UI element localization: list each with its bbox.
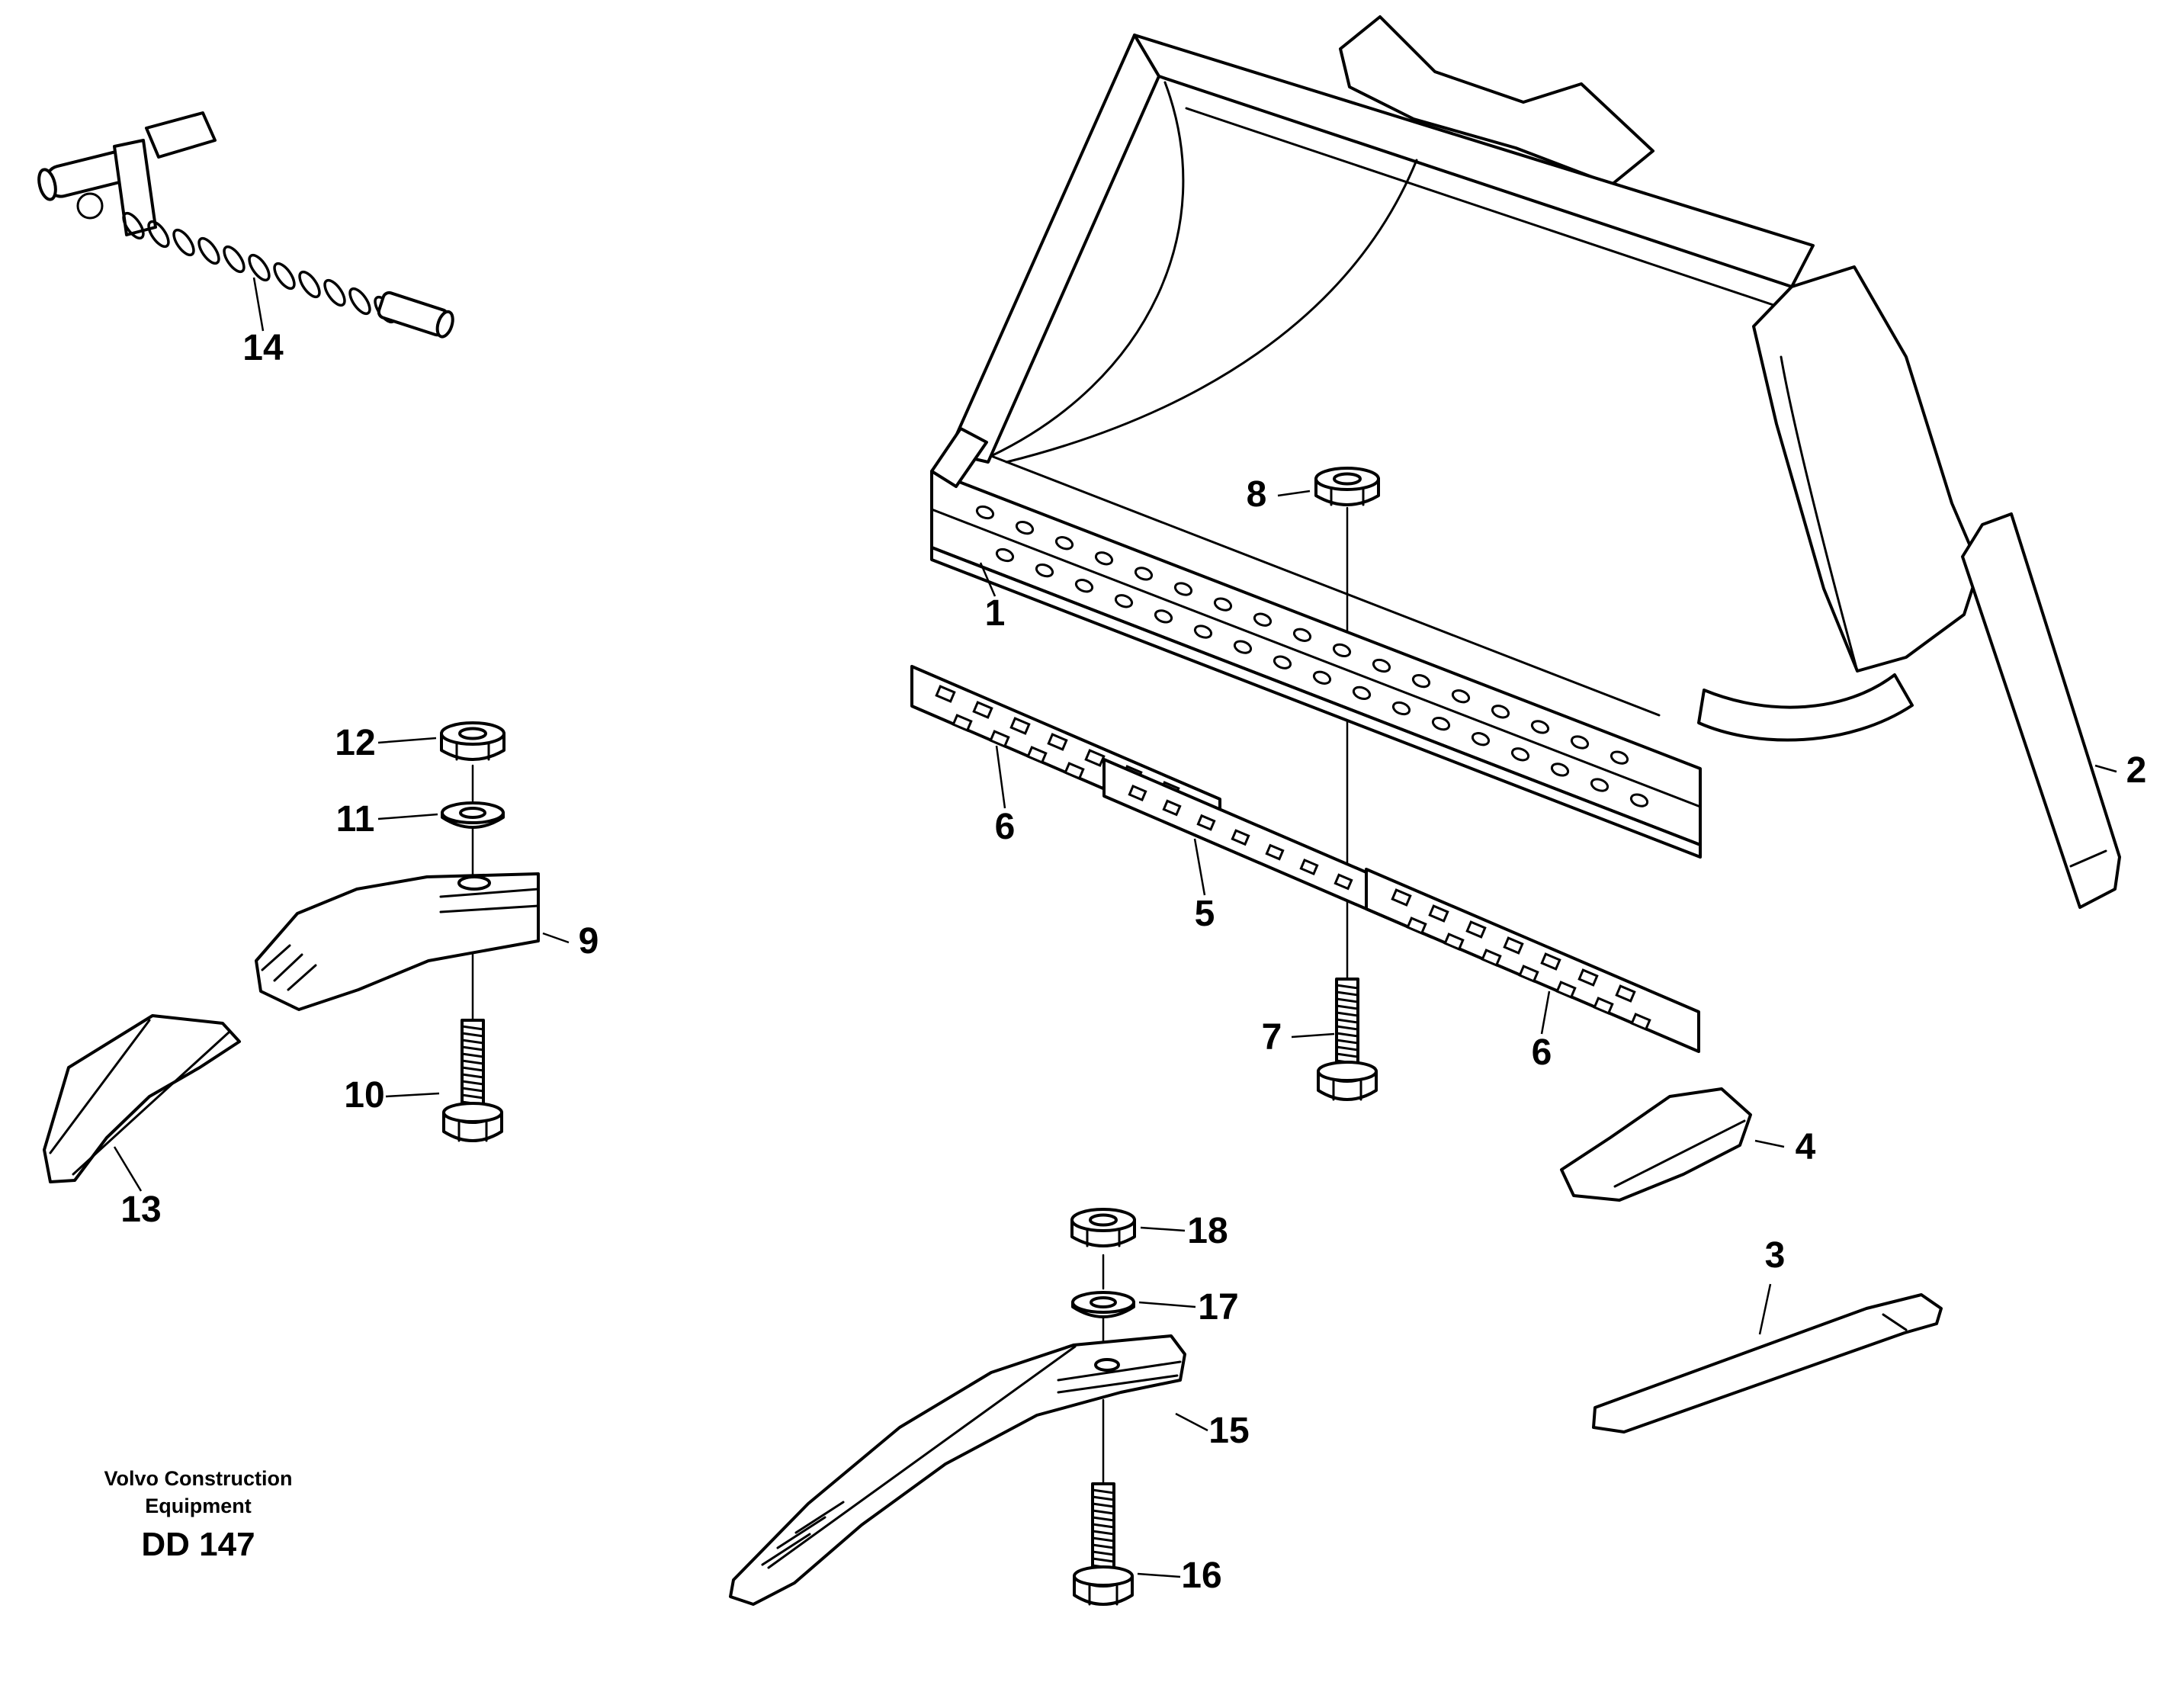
svg-text:14: 14 — [242, 328, 284, 368]
lock-pin-assembly — [37, 111, 454, 339]
callout-10: 10 — [344, 1075, 440, 1116]
top-rail — [1133, 34, 1815, 288]
bolt-10 — [442, 1019, 503, 1142]
brand-block: Volvo Construction Equipment DD 147 — [104, 1467, 293, 1563]
edge-end-plate — [930, 427, 988, 488]
edge-bolt-holes-row-2 — [995, 547, 1649, 807]
side-cutter-strip-2 — [1961, 512, 2121, 909]
callout-4: 4 — [1754, 1127, 1816, 1167]
callout-18: 18 — [1140, 1211, 1228, 1251]
svg-text:12: 12 — [335, 723, 375, 763]
washer-17 — [1071, 1291, 1135, 1318]
rope-ferrule — [377, 291, 454, 339]
flat-strip-3 — [1592, 1293, 1943, 1434]
pin-clip-tab — [145, 111, 217, 159]
svg-text:13: 13 — [120, 1190, 161, 1230]
callout-7: 7 — [1262, 1017, 1335, 1058]
right-side-plate — [1752, 265, 1981, 673]
bolt-on-tooth-15 — [729, 1334, 1186, 1606]
corner-shroud — [1697, 673, 1914, 742]
callout-3: 3 — [1758, 1235, 1786, 1335]
svg-text:18: 18 — [1187, 1211, 1228, 1251]
tooth-adapter-9 — [255, 872, 540, 1011]
nut-12 — [440, 721, 505, 761]
svg-text:10: 10 — [344, 1075, 384, 1116]
svg-text:7: 7 — [1262, 1017, 1282, 1058]
svg-text:2: 2 — [2126, 750, 2147, 791]
nut-18 — [1070, 1208, 1136, 1247]
svg-text:16: 16 — [1181, 1556, 1221, 1596]
callout-5: 5 — [1193, 838, 1215, 934]
svg-text:6: 6 — [995, 807, 1016, 847]
callout-11: 11 — [336, 799, 438, 840]
svg-text:8: 8 — [1247, 474, 1267, 515]
adapter-stack — [255, 721, 540, 1142]
callout-16: 16 — [1137, 1556, 1222, 1596]
cutting-edge — [930, 427, 1702, 859]
callout-8: 8 — [1247, 474, 1311, 515]
svg-text:4: 4 — [1796, 1127, 1816, 1167]
spill-guard-hook — [1339, 15, 1654, 186]
tooth-point-13 — [43, 1014, 241, 1183]
svg-text:1: 1 — [985, 593, 1006, 634]
callout-6-left: 6 — [995, 745, 1016, 847]
svg-text:11: 11 — [336, 799, 375, 840]
svg-text:15: 15 — [1208, 1411, 1249, 1451]
svg-text:9: 9 — [579, 921, 599, 962]
callout-17: 17 — [1138, 1287, 1239, 1328]
callout-13: 13 — [113, 1146, 162, 1230]
shell-curves — [990, 81, 1661, 717]
brand-line-1: Volvo Construction — [104, 1467, 293, 1490]
segment-right-holes-2 — [1406, 917, 1651, 1031]
svg-text:6: 6 — [1532, 1032, 1552, 1073]
brand-line-2: Equipment — [145, 1494, 252, 1517]
edge-bolt-holes-row-1 — [975, 505, 1629, 765]
callout-1: 1 — [979, 562, 1006, 634]
corner-plate-4 — [1560, 1087, 1752, 1202]
edge-segment-right — [1365, 868, 1700, 1053]
segment-right-holes-1 — [1391, 888, 1636, 1003]
bolt-7 — [1317, 978, 1378, 1101]
callout-14: 14 — [242, 277, 284, 368]
bucket — [930, 15, 1981, 859]
callout-12: 12 — [335, 723, 437, 763]
bolt-16 — [1073, 1482, 1134, 1606]
washer-11 — [441, 801, 505, 829]
nut-8 — [1314, 467, 1380, 506]
tooth-stack — [729, 1208, 1186, 1606]
left-frame — [947, 34, 1160, 464]
drawing-number: DD 147 — [141, 1526, 255, 1563]
svg-text:3: 3 — [1765, 1235, 1786, 1276]
callouts: 1 2 3 4 5 6 6 7 8 9 10 11 12 13 14 15 16… — [113, 277, 2147, 1596]
callout-6-right: 6 — [1532, 990, 1552, 1073]
callout-2: 2 — [2094, 750, 2147, 791]
pin-clip-bar — [113, 139, 157, 236]
wire-rope — [122, 211, 396, 324]
svg-text:17: 17 — [1198, 1287, 1238, 1328]
callout-15: 15 — [1175, 1411, 1250, 1451]
callout-9: 9 — [542, 921, 599, 962]
svg-text:5: 5 — [1195, 894, 1215, 934]
